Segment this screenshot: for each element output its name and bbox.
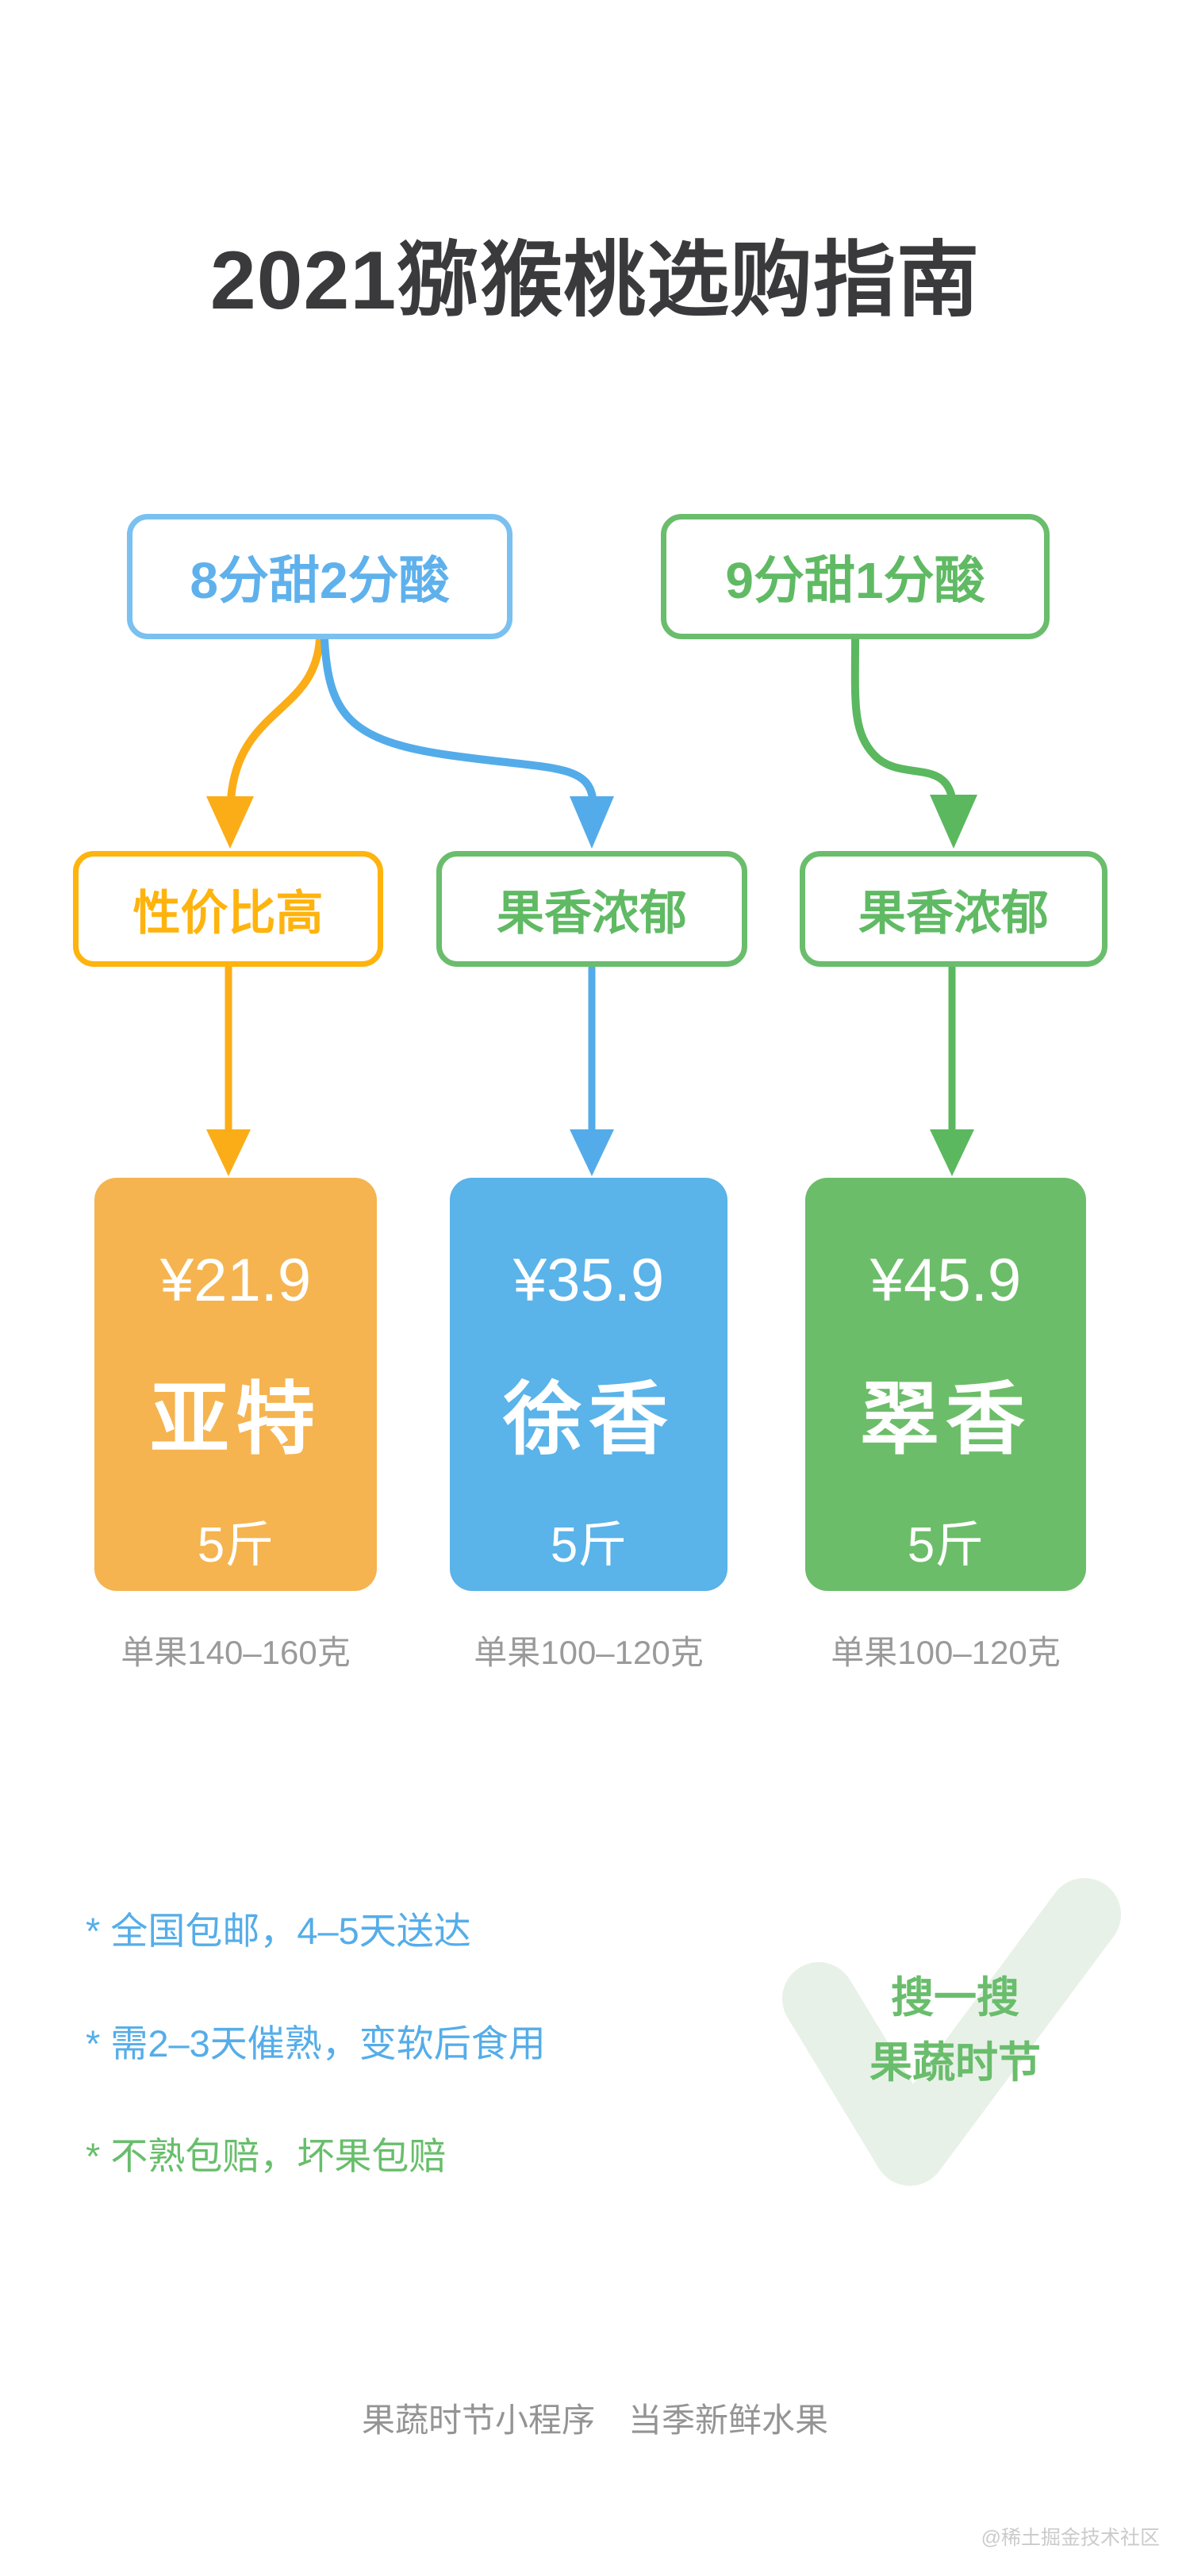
product-quantity: 5斤 bbox=[550, 1518, 628, 1573]
check-icon bbox=[782, 1878, 1121, 2186]
search-hint-line2: 果蔬时节 bbox=[869, 2039, 1041, 2087]
arrow-green-straight-head bbox=[930, 1129, 974, 1176]
product-weight: 单果100–120克 bbox=[474, 1634, 704, 1671]
product-price: ¥45.9 bbox=[869, 1247, 1022, 1314]
product-quantity: 5斤 bbox=[907, 1518, 985, 1573]
arrow-blue-curve bbox=[321, 635, 597, 802]
notes-list: * 全国包邮，4–5天送达 * 需2–3天催熟，变软后食用 * 不熟包赔，坏果包… bbox=[86, 1900, 546, 2180]
product-weight: 单果140–160克 bbox=[121, 1634, 351, 1671]
arrow-green-curve bbox=[850, 635, 956, 802]
taste-node-sweet9-sour1: 9分甜1分酸 bbox=[661, 514, 1050, 639]
product-card-xuxiang: ¥35.9 徐香 5斤 bbox=[450, 1178, 727, 1591]
product-weight: 单果100–120克 bbox=[831, 1634, 1061, 1671]
product-name: 亚特 bbox=[150, 1375, 321, 1464]
arrow-blue-straight-head bbox=[570, 1129, 614, 1176]
product-name: 翠香 bbox=[860, 1375, 1031, 1464]
product-card-cuixiang: ¥45.9 翠香 5斤 bbox=[805, 1178, 1086, 1591]
product-price: ¥35.9 bbox=[512, 1247, 665, 1314]
product-name: 徐香 bbox=[503, 1375, 674, 1464]
arrow-yellow-straight-head bbox=[206, 1129, 251, 1176]
arrow-yellow-curve bbox=[227, 635, 324, 803]
watermark: @稀土掘金技术社区 bbox=[981, 2527, 1160, 2549]
feature-node-aroma-1: 果香浓郁 bbox=[436, 851, 747, 967]
taste-node-sweet8-sour2: 8分甜2分酸 bbox=[127, 514, 512, 639]
feature-node-value: 性价比高 bbox=[73, 851, 383, 967]
note-item-guarantee: * 不熟包赔，坏果包赔 bbox=[86, 2135, 447, 2177]
arrow-green-curve-head bbox=[930, 795, 977, 849]
product-price: ¥21.9 bbox=[159, 1247, 312, 1314]
note-item-shipping: * 全国包邮，4–5天送达 bbox=[86, 1910, 471, 1952]
page-title: 2021猕猴桃选购指南 bbox=[209, 235, 981, 327]
arrow-blue-curve-head bbox=[570, 796, 614, 849]
note-item-ripening: * 需2–3天催熟，变软后食用 bbox=[86, 2022, 546, 2064]
arrow-yellow-curve-head bbox=[206, 796, 254, 849]
footer-caption: 果蔬时节小程序 当季新鲜水果 bbox=[361, 2402, 828, 2439]
product-quantity: 5斤 bbox=[197, 1518, 274, 1573]
feature-node-aroma-2: 果香浓郁 bbox=[800, 851, 1107, 967]
search-hint-line1: 搜一搜 bbox=[891, 1974, 1019, 2022]
product-card-yate: ¥21.9 亚特 5斤 bbox=[94, 1178, 377, 1591]
